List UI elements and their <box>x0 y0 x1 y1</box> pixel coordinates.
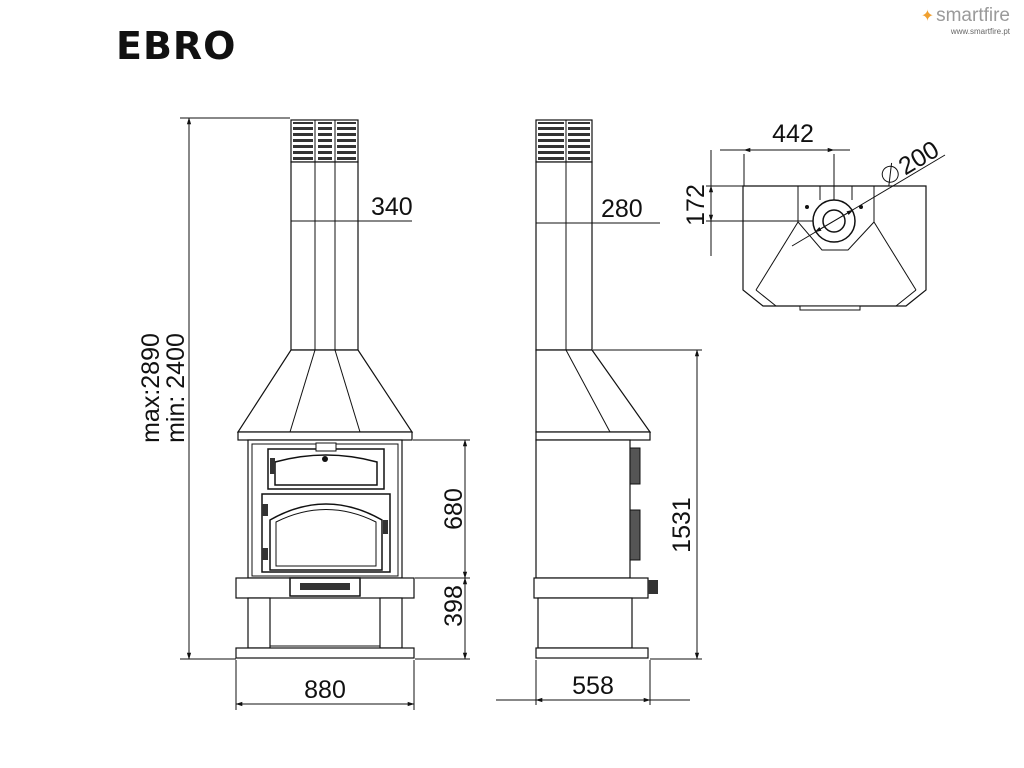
fire-door <box>261 493 391 573</box>
chimney-front <box>290 161 359 351</box>
leg-right-front <box>379 597 403 649</box>
brand-logo: ✦smartfire www.smartfire.pt <box>921 6 1010 37</box>
dim-top-depth: 172 <box>682 184 710 226</box>
brand-name: smartfire <box>936 5 1010 26</box>
side-dimensions: 280 1531 558 <box>496 195 702 705</box>
base-side <box>537 597 633 649</box>
top-outline <box>742 185 927 307</box>
dim-top-width: 442 <box>772 120 814 148</box>
dim-flue-diameter: 200 <box>894 135 944 180</box>
leg-left-front <box>247 597 271 649</box>
dim-height-min: min: 2400 <box>162 333 190 443</box>
dim-firebox-height: 680 <box>440 488 468 530</box>
dim-chimney-width-front: 340 <box>371 193 413 221</box>
top-view <box>742 185 927 311</box>
side-view <box>533 119 658 659</box>
product-title: EBRO <box>116 24 237 68</box>
firebox-side <box>535 439 631 579</box>
hood-side <box>535 349 652 433</box>
dim-hood-height: 1531 <box>668 497 696 553</box>
brand-url: www.smartfire.pt <box>950 27 1010 36</box>
dim-height-max: max:2890 <box>137 333 165 443</box>
dim-base-height: 398 <box>440 585 468 627</box>
shelf-side <box>533 577 649 599</box>
flame-icon: ✦ <box>920 8 935 25</box>
front-view <box>235 119 415 659</box>
dim-depth: 558 <box>572 672 614 700</box>
hood-front <box>236 349 414 433</box>
dim-chimney-width-side: 280 <box>601 195 643 223</box>
front-dimensions: 340 max:2890 min: 2400 680 398 880 <box>137 117 470 710</box>
chimney-side <box>535 161 593 351</box>
top-dimensions: 442 172 200 <box>682 120 946 256</box>
dim-width: 880 <box>304 676 346 704</box>
